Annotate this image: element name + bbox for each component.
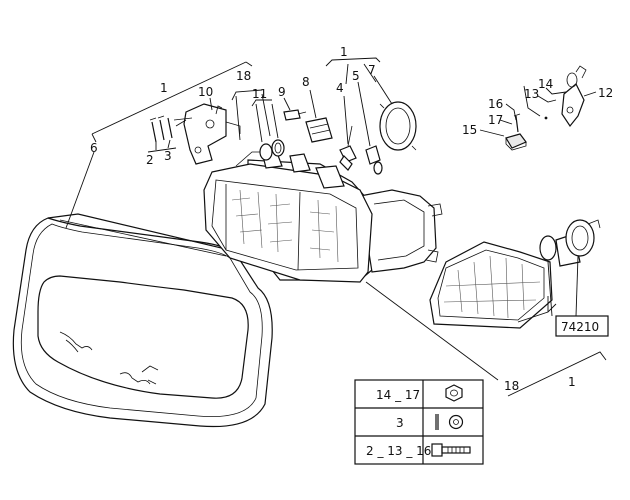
reference-box-label: 74210 [561, 320, 599, 334]
headlamp-housing [203, 149, 443, 283]
callout-18-bottom: 18 [504, 379, 519, 393]
headlamp-bezel [12, 213, 273, 428]
reference-box: 74210 [555, 315, 609, 337]
callout-1-left: 1 [160, 81, 168, 95]
callout-12-17-leaders [479, 85, 597, 137]
callout-18-top-leader [231, 89, 271, 141]
callout-11: 11 [252, 87, 267, 101]
connector-part-8 [305, 117, 333, 143]
indicator-lamp [429, 241, 553, 329]
callout-2-3-leader [147, 139, 177, 153]
ref-box-leader [547, 261, 553, 317]
callout-18-top: 18 [236, 69, 251, 83]
bulb-part-4 [339, 125, 357, 171]
callout-10-leader [209, 97, 213, 111]
callout-8-leader [309, 89, 317, 119]
bracket-part-10 [183, 103, 241, 165]
callout-10: 10 [198, 85, 213, 99]
callout-1-left-leader [65, 61, 253, 229]
callout-4: 4 [336, 81, 344, 95]
callout-9-leader [283, 97, 291, 111]
callout-1-right-leader [507, 296, 607, 397]
callout-1-top-leader [325, 57, 381, 85]
callout-4-leader [343, 95, 349, 145]
nut-icon [445, 384, 463, 402]
callout-12: 12 [598, 86, 613, 100]
callout-9: 9 [278, 85, 286, 99]
callout-14: 14 [538, 77, 553, 91]
callout-3: 3 [164, 149, 172, 163]
bulb-part-9 [283, 109, 307, 121]
indicator-bulb [539, 219, 601, 267]
callout-16: 16 [488, 97, 503, 111]
ref-box-leader-2 [575, 255, 579, 317]
dots-13-14 [544, 116, 548, 120]
callout-1-right: 1 [568, 375, 576, 389]
bulb-part-5 [365, 145, 383, 175]
legend-row-3-label: 2 _ 13 _ 16 [366, 444, 431, 458]
screws-parts-2-3 [149, 115, 193, 143]
clip-part-15 [505, 133, 527, 151]
legend-row-1-label: 14 _ 17 [376, 388, 420, 402]
callout-17: 17 [488, 113, 503, 127]
callout-2: 2 [146, 153, 154, 167]
fastener-legend: 14 _ 17 3 2 _ 13 _ 16 [354, 379, 484, 465]
callout-1-top: 1 [340, 45, 348, 59]
callout-5: 5 [352, 69, 360, 83]
callout-5-leader [357, 81, 371, 147]
callout-13: 13 [524, 87, 539, 101]
callout-8: 8 [302, 75, 310, 89]
callout-7: 7 [368, 63, 376, 77]
callout-18-bottom-leader [365, 281, 499, 381]
adjuster-part-12 [561, 65, 587, 128]
cover-part-7 [379, 101, 417, 151]
callout-6: 6 [90, 141, 98, 155]
callout-11-leader [251, 99, 279, 143]
washer-icon [435, 414, 464, 430]
legend-row-2-label: 3 [396, 416, 404, 430]
callout-7-leader [373, 75, 393, 105]
bolt-icon [431, 443, 471, 457]
callout-15: 15 [462, 123, 477, 137]
rings-part-11 [259, 139, 285, 161]
